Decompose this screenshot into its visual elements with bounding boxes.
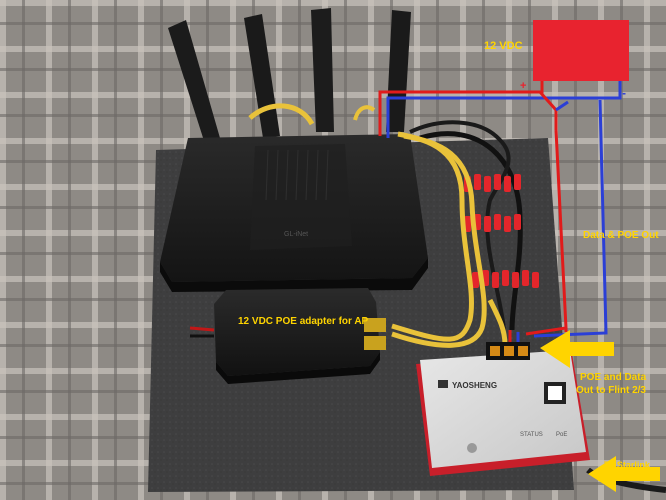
yellow-ethernet-cables — [391, 131, 508, 348]
injector-brand-text: YAOSHENG — [452, 381, 497, 390]
power-supply-box — [533, 20, 629, 81]
label-plus: + — [520, 80, 527, 92]
injector-poe-text: PoE — [556, 432, 567, 438]
label-12-vdc: 12 VDC — [484, 40, 523, 52]
label-poe-adapter: 12 VDC POE adapter for AP — [238, 316, 369, 327]
arrow-to-starlink — [588, 456, 660, 492]
arrow-poe-data-out — [540, 330, 614, 368]
label-data-poe-out: Data & POE Out — [583, 230, 659, 241]
label-minus: - — [622, 86, 626, 100]
label-poe-data-out-line2: Out to Flint 2/3 — [576, 385, 646, 396]
poe-injector: YAOSHENG STATUS PoE — [416, 342, 590, 476]
black-ethernet-cable — [419, 131, 523, 331]
yellow-cable-rear — [248, 103, 315, 126]
poe-adapter-box — [189, 288, 386, 384]
label-to-starlink: To Starlink — [604, 460, 650, 470]
injector-status-text: STATUS — [520, 432, 543, 438]
router: GL-iNet — [160, 134, 428, 292]
router-brand-text: GL-iNet — [284, 231, 308, 238]
label-poe-data-out-line1: POE and Data — [580, 372, 647, 383]
